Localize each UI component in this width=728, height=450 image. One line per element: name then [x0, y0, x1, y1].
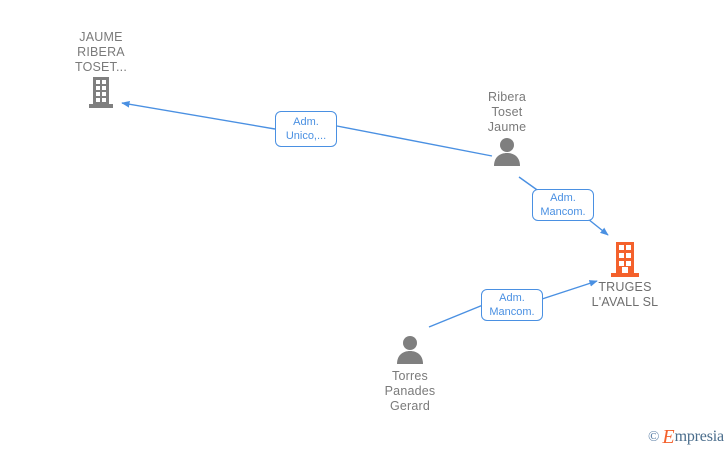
- node-label-company-jaume: JAUME RIBERA TOSET...: [74, 30, 128, 74]
- edge-adm-unico-to-company-jaume: [121, 100, 276, 130]
- relation-label-adm-unico[interactable]: Adm. Unico,...: [275, 111, 337, 147]
- edge-person-gerard-to-adm-mancom: [428, 304, 484, 328]
- person-icon: [394, 333, 426, 365]
- brand-initial: E: [662, 426, 675, 448]
- brand-name: mpresia: [674, 428, 724, 445]
- person-icon: [491, 135, 523, 167]
- node-label-company-truges: TRUGES L'AVALL SL: [591, 280, 659, 309]
- relation-label-adm-mancom-2[interactable]: Adm. Mancom.: [481, 289, 543, 321]
- relation-label-adm-mancom-1[interactable]: Adm. Mancom.: [532, 189, 594, 221]
- node-person-torres-panades-gerard[interactable]: Torres Panades Gerard: [365, 333, 455, 414]
- node-person-ribera-toset-jaume[interactable]: Ribera Toset Jaume: [462, 90, 552, 167]
- building-icon: [609, 240, 641, 278]
- node-label-person-gerard: Torres Panades Gerard: [384, 369, 436, 413]
- building-icon: [87, 75, 115, 109]
- node-company-truges-lavall-sl[interactable]: TRUGES L'AVALL SL: [570, 240, 680, 310]
- copyright-icon: ©: [648, 428, 660, 445]
- node-company-jaume-ribera-toset[interactable]: JAUME RIBERA TOSET...: [58, 30, 144, 109]
- watermark-empresia: © E mpresia: [648, 427, 724, 447]
- node-label-person-jaume: Ribera Toset Jaume: [487, 90, 527, 134]
- edge-adm-mancom-to-company-truges: [587, 218, 609, 236]
